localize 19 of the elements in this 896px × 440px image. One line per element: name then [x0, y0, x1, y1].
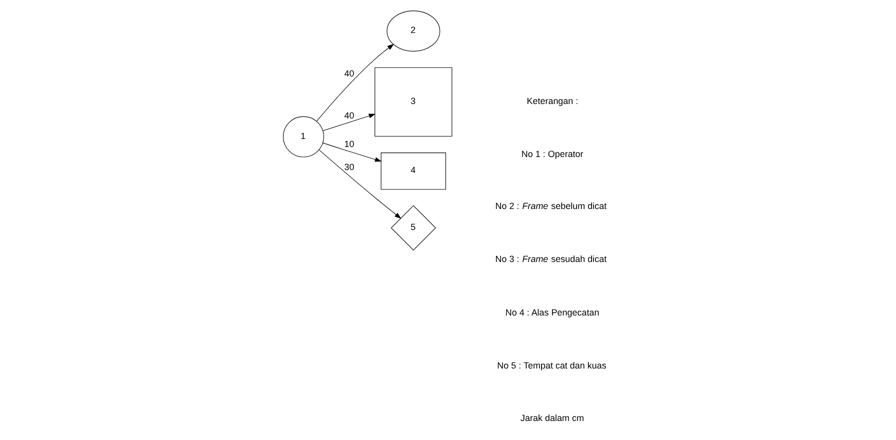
edge-label: 40 — [344, 68, 354, 79]
label: No 1 : Operator — [521, 148, 584, 159]
edge-label: 10 — [344, 138, 354, 149]
label: No 3 : Frame sesudah dicat — [495, 254, 607, 264]
label: Jarak dalam cm — [520, 413, 584, 424]
node-circle: 1 — [282, 116, 324, 158]
arrow — [318, 150, 402, 219]
arrow — [316, 44, 394, 122]
node-diamond: 5 — [390, 205, 436, 250]
arrow — [322, 114, 376, 131]
node-box: 4 — [380, 152, 446, 190]
edge-label: 30 — [344, 162, 354, 172]
node-box: 3 — [374, 67, 452, 136]
label: No 4 : Alas Pengecatan — [505, 307, 600, 318]
edge-label: 40 — [344, 110, 354, 121]
arrow — [322, 142, 382, 162]
label: Keterangan : — [526, 96, 578, 106]
label: No 5 : Tempat cat dan kuas — [497, 360, 606, 370]
label: No 2 : Frame sebelum dicat — [495, 201, 607, 212]
